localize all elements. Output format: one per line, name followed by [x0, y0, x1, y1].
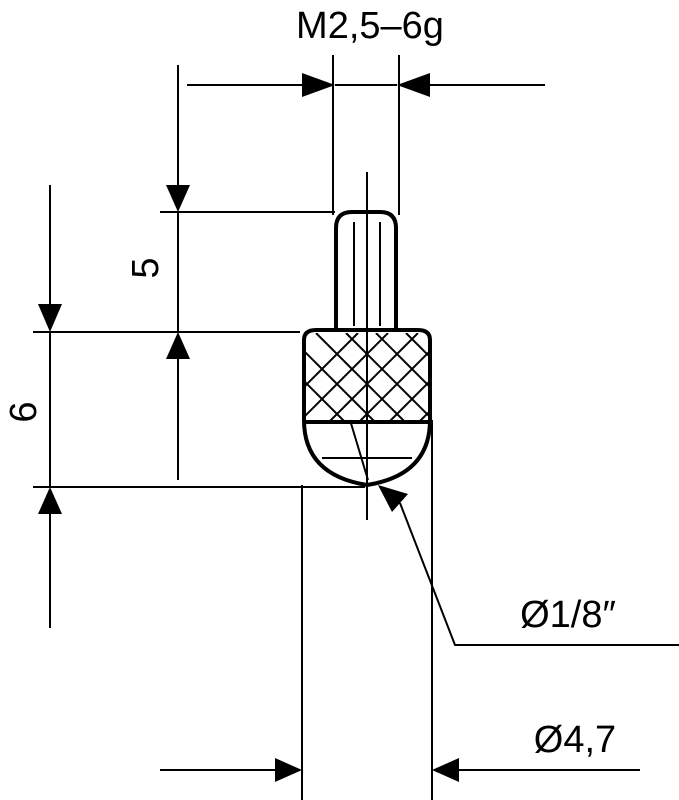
ball-diameter-leader: Ø1/8″ — [378, 485, 679, 646]
arrow-down-icon — [38, 304, 62, 332]
arrow-right-icon — [275, 758, 302, 782]
ball-diameter-label: Ø1/8″ — [520, 594, 616, 636]
body-diameter-dimension: Ø4,7 — [160, 420, 640, 800]
stylus-part — [302, 172, 432, 520]
thread-length-dimension: 5 — [125, 65, 335, 480]
arrow-left-icon — [397, 73, 430, 97]
arrow-down-icon — [166, 185, 190, 212]
knurl-pattern — [306, 333, 428, 421]
body-diameter-label: Ø4,7 — [534, 719, 616, 761]
arrow-leader-icon — [378, 485, 408, 512]
thread-dimension: M2,5–6g — [187, 5, 545, 215]
thread-length-label: 5 — [125, 257, 167, 278]
arrow-up-icon — [38, 487, 62, 514]
arrow-left-icon — [432, 758, 459, 782]
knurled-body — [302, 328, 432, 488]
thread-label: M2,5–6g — [296, 5, 444, 47]
total-length-label: 6 — [3, 401, 45, 422]
arrow-up-icon — [166, 332, 190, 359]
arrow-right-icon — [302, 73, 335, 97]
total-length-dimension: 6 — [3, 185, 365, 628]
